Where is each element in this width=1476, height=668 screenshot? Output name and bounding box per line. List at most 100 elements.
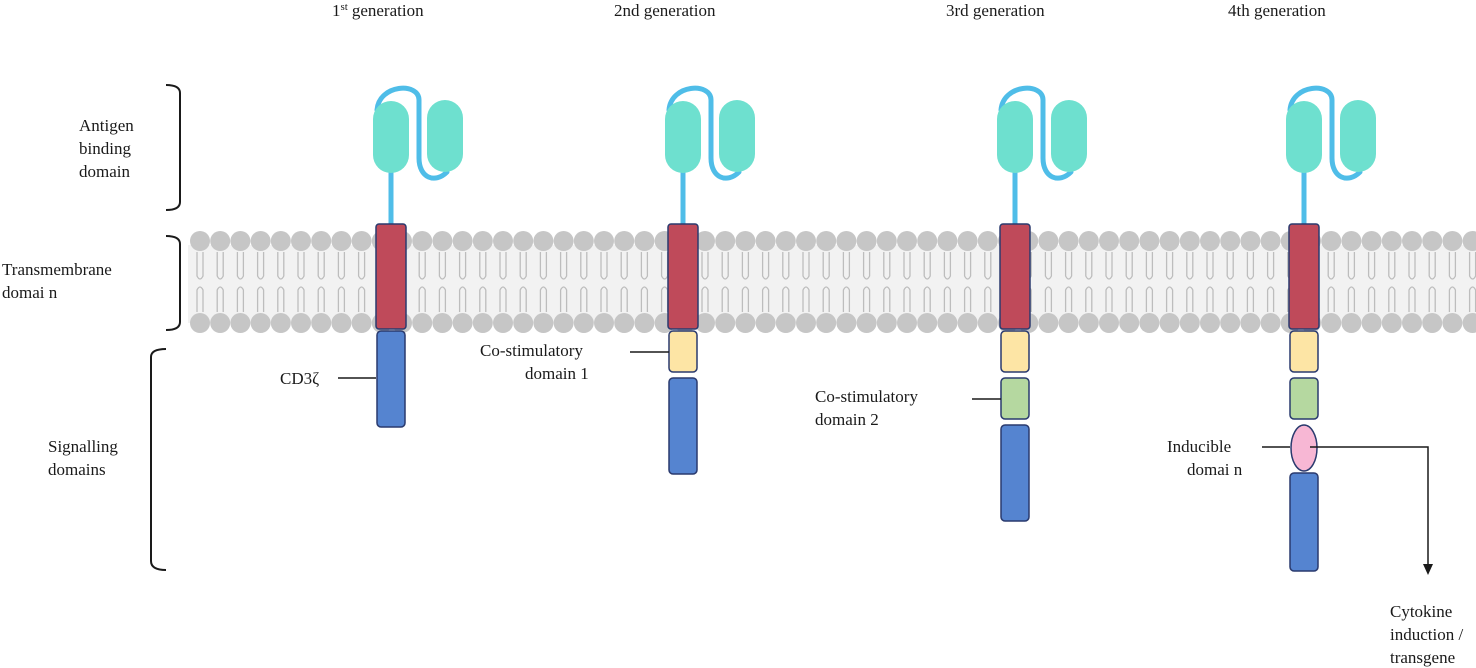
lipid-head-top <box>210 231 231 251</box>
lipid-tail-top <box>1145 252 1154 280</box>
lipid-tail-bottom <box>1327 286 1335 312</box>
lipid-head-top <box>270 231 291 251</box>
lipid-tail-top <box>923 252 931 280</box>
lipid-head-bottom <box>1462 313 1476 333</box>
header-gen2: 2nd generation <box>614 1 716 20</box>
lipid-tail-bottom <box>580 286 588 312</box>
lipid-head-bottom <box>1240 313 1261 333</box>
lipid-head-bottom <box>1341 313 1362 333</box>
cd3z-label: CD3ζ <box>280 369 319 388</box>
costim1-domain <box>1000 330 1030 373</box>
lipid-tail-top <box>903 252 911 280</box>
lipid-tail-top <box>256 252 265 280</box>
lipid-tail-bottom <box>357 286 366 312</box>
lipid-tail-bottom <box>438 286 447 312</box>
lipid-tail-top <box>236 252 245 280</box>
lipid-tail-top <box>297 252 305 280</box>
car-receptor-gen2 <box>665 85 755 475</box>
cd3z-domain <box>1000 424 1030 522</box>
lipid-head-bottom <box>876 313 897 333</box>
output-label-line1: Cytokine <box>1390 602 1452 621</box>
transmembrane-domain <box>667 223 699 330</box>
lipid-tail-bottom <box>418 286 426 312</box>
lipid-head-top <box>735 231 756 251</box>
lipid-head-top <box>1321 231 1342 251</box>
cd3z-domain <box>668 377 698 475</box>
lipid-tail-bottom <box>1408 286 1416 312</box>
lipid-head-top <box>190 231 210 251</box>
lipid-tail-top <box>1266 252 1275 280</box>
lipid-head-bottom <box>513 313 534 333</box>
lipid-tail-top <box>883 252 891 280</box>
lipid-head-top <box>876 231 897 251</box>
lipid-tail-top <box>1105 252 1113 280</box>
lipid-tail-top <box>963 252 972 280</box>
lipid-head-bottom <box>311 313 332 333</box>
lipid-head-top <box>1220 231 1241 251</box>
lipid-tail-bottom <box>1064 286 1073 312</box>
lipid-tail-bottom <box>923 286 931 312</box>
lipid-tail-bottom <box>479 286 487 312</box>
lipid-head-bottom <box>533 313 554 333</box>
lipid-head-top <box>856 231 877 251</box>
lipid-tail-bottom <box>761 286 770 312</box>
lipid-tail-top <box>802 252 810 280</box>
lipid-head-bottom <box>270 313 291 333</box>
lipid-head-bottom <box>614 313 635 333</box>
lipid-head-top <box>1119 231 1140 251</box>
lipid-head-top <box>493 231 513 251</box>
lipid-tail-top <box>862 252 871 280</box>
lipid-tail-bottom <box>1206 286 1214 312</box>
header-gen3: 3rd generation <box>946 1 1045 20</box>
lipid-tail-top <box>721 252 729 280</box>
lipid-head-bottom <box>250 313 271 333</box>
lipid-tail-bottom <box>963 286 972 312</box>
scfv-light-chain <box>427 100 463 172</box>
lipid-tail-top <box>761 252 770 280</box>
lipid-tail-bottom <box>236 286 245 312</box>
lipid-head-bottom <box>594 313 614 333</box>
lipid-tail-top <box>1327 252 1335 280</box>
lipid-tail-bottom <box>499 286 507 312</box>
lipid-head-bottom <box>1038 313 1059 333</box>
lipid-head-top <box>351 231 372 251</box>
lipid-tail-bottom <box>782 286 790 312</box>
lipid-head-top <box>331 231 352 251</box>
lipid-head-top <box>897 231 917 251</box>
lipid-head-top <box>553 231 574 251</box>
lipid-head-top <box>432 231 453 251</box>
lipid-tail-bottom <box>196 286 204 312</box>
lipid-tail-top <box>1347 252 1356 280</box>
lipid-head-bottom <box>190 313 210 333</box>
lipid-head-top <box>250 231 271 251</box>
antigen-label-line3: domain <box>79 162 130 181</box>
lipid-tail-bottom <box>862 286 871 312</box>
lipid-head-bottom <box>917 313 938 333</box>
inducible-label-line2: domai n <box>1187 460 1243 479</box>
lipid-tail-top <box>1388 252 1396 280</box>
lipid-tail-top <box>317 252 325 280</box>
lipid-head-top <box>634 231 655 251</box>
signalling-label-line2: domains <box>48 460 106 479</box>
lipid-head-top <box>573 231 594 251</box>
inducible-label-line1: Inducible <box>1167 437 1231 456</box>
transmembrane-label-line1: Transmembrane <box>2 260 112 279</box>
costim1-label-line1: Co-stimulatory <box>480 341 583 360</box>
transmembrane-label-line2: domai n <box>2 283 58 302</box>
output-label-line2: induction / <box>1390 625 1463 644</box>
lipid-tail-top <box>559 252 568 280</box>
lipid-tail-top <box>539 252 548 280</box>
lipid-tail-bottom <box>883 286 891 312</box>
lipid-head-top <box>775 231 796 251</box>
lipid-head-bottom <box>1200 313 1220 333</box>
lipid-head-top <box>1179 231 1200 251</box>
scfv-heavy-chain <box>997 101 1033 173</box>
lipid-tail-bottom <box>1448 286 1457 312</box>
scfv-heavy-chain <box>373 101 409 173</box>
lipid-tail-bottom <box>1246 286 1255 312</box>
costim2-domain <box>1000 377 1030 420</box>
inducible-domain <box>1290 424 1318 472</box>
lipid-head-bottom <box>715 313 736 333</box>
